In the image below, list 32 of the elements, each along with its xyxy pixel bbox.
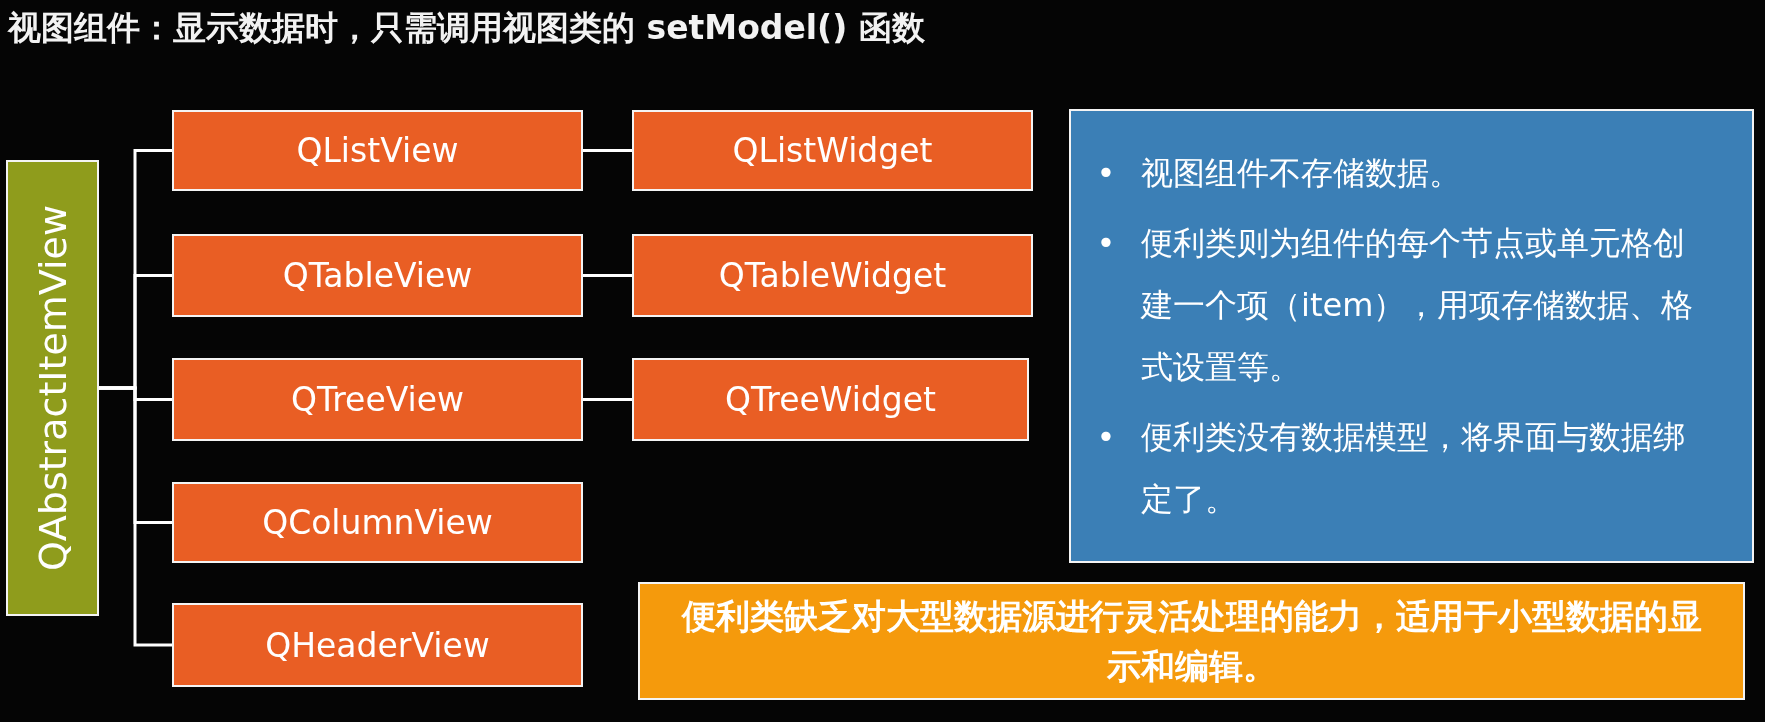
bullet-mark: • [1095, 223, 1117, 264]
class-box [172, 482, 583, 563]
bullet-text: 便利类则为组件的每个节点或单元格创建一个项（item），用项存储数据、格式设置等。 [1141, 223, 1695, 388]
class-name: QTreeView [290, 380, 464, 419]
class-box [172, 358, 583, 441]
class-box [172, 110, 583, 191]
class-box [632, 234, 1033, 317]
bullet-text: 便利类没有数据模型，将界面与数据绑定了。 [1141, 417, 1686, 520]
connector-line [583, 398, 632, 401]
class-box [632, 358, 1029, 441]
connector-line [583, 274, 632, 277]
bullet-mark: • [1095, 153, 1117, 194]
class-name: QColumnView [262, 503, 493, 542]
connector-line [99, 386, 172, 647]
base-class-box [6, 160, 99, 616]
bullet-text: 视图组件不存储数据。 [1141, 153, 1461, 194]
note-box [1069, 109, 1754, 563]
connector-line [583, 149, 632, 152]
class-name: QListView [296, 131, 459, 170]
class-name: QTableView [282, 256, 473, 295]
class-name: QTableWidget [718, 256, 947, 295]
note-box [638, 582, 1745, 700]
class-name: QAbstractItemView [30, 204, 75, 572]
class-name: QListWidget [732, 131, 933, 170]
bullet-mark: • [1095, 417, 1117, 458]
class-name: QTreeWidget [725, 380, 936, 419]
class-box [632, 110, 1033, 191]
class-box [172, 603, 583, 687]
note-text: 便利类缺乏对大型数据源进行灵活处理的能力，适用于小型数据的显示和编辑。 [680, 595, 1703, 688]
class-name: QHeaderView [265, 625, 490, 665]
class-box [172, 234, 583, 317]
title: 视图组件：显示数据时，只需调用视图类的 setModel() 函数 [8, 7, 925, 49]
